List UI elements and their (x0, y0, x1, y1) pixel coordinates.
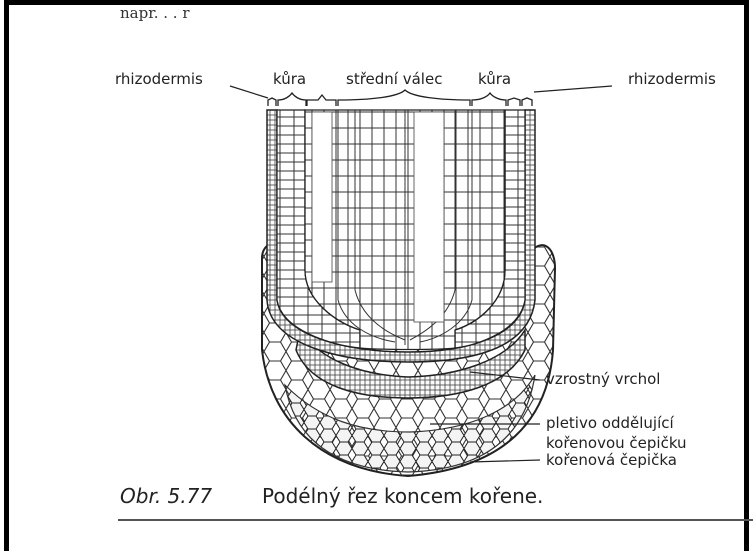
cylinder-stripe (312, 112, 332, 282)
label-korenova-cepicka: kořenová čepička (546, 451, 677, 469)
label-rhizodermis-left: rhizodermis (115, 70, 203, 88)
cylinder-stripe (414, 112, 444, 322)
label-kura-right: kůra (478, 70, 511, 88)
label-rhizodermis-right: rhizodermis (628, 70, 716, 88)
caption-number: Obr. 5.77 (120, 484, 212, 508)
caption-rule (118, 519, 753, 521)
label-pletivo-line2: kořenovou čepičku (546, 434, 687, 452)
label-stredni-valec: střední válec (346, 70, 442, 88)
label-vzrostny-vrchol: vzrostný vrchol (546, 370, 660, 388)
region-braces (268, 90, 532, 106)
label-kura-left: kůra (273, 70, 306, 88)
label-pletivo-line1: pletivo oddělující (546, 414, 674, 432)
caption-text: Podélný řez koncem kořene. (262, 484, 543, 508)
